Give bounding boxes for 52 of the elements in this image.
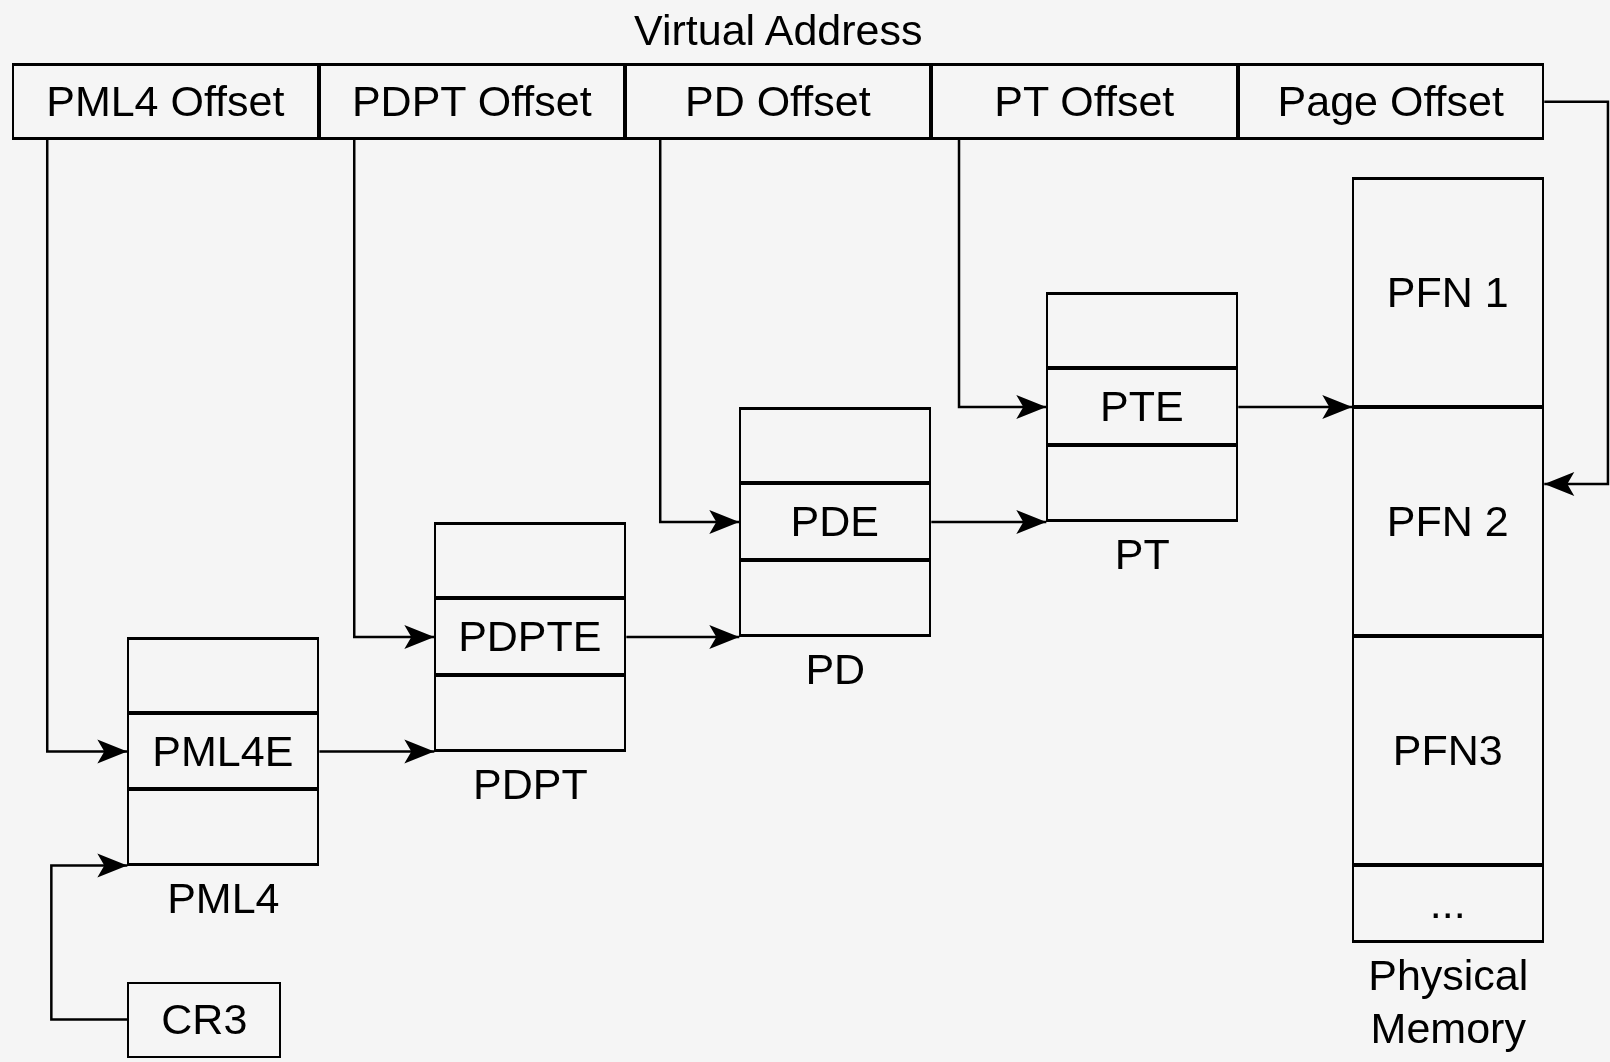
table-entry bbox=[1351, 177, 1544, 408]
table-title: PD bbox=[804, 643, 867, 695]
arrow bbox=[931, 510, 1047, 535]
table-title: Virtual Address bbox=[633, 4, 924, 56]
empty-table-entry bbox=[1045, 445, 1238, 522]
entry-label: CR3 bbox=[161, 995, 248, 1045]
table-entry bbox=[1351, 865, 1544, 943]
entry-label: PTE bbox=[1099, 382, 1184, 432]
entry-label: PML4 Offset bbox=[46, 76, 285, 126]
offset-field bbox=[1237, 63, 1544, 140]
empty-table-entry bbox=[126, 789, 319, 866]
table-title: Physical Memory bbox=[1367, 949, 1530, 1055]
arrow bbox=[46, 139, 128, 764]
entry-label: PDPTE bbox=[458, 612, 602, 662]
empty-table-entry bbox=[126, 637, 319, 714]
entry-label: PFN 2 bbox=[1386, 497, 1509, 547]
empty-table-entry bbox=[1045, 292, 1238, 369]
arrow bbox=[353, 139, 435, 650]
table-title: PT bbox=[1113, 528, 1171, 580]
empty-table-entry bbox=[433, 675, 626, 752]
entry-label: Page Offset bbox=[1277, 76, 1504, 126]
empty-table-entry bbox=[738, 407, 931, 484]
offset-field bbox=[318, 63, 625, 140]
arrow bbox=[1544, 100, 1610, 496]
table-entry bbox=[1351, 407, 1544, 637]
entry-label: PFN3 bbox=[1392, 726, 1503, 776]
offset-field bbox=[624, 63, 931, 140]
offset-field bbox=[11, 63, 319, 140]
arrow bbox=[957, 139, 1047, 420]
arrow bbox=[319, 739, 435, 764]
empty-table-entry bbox=[433, 522, 626, 599]
entry-label: PFN 1 bbox=[1386, 267, 1509, 317]
table-title: PDPT bbox=[472, 758, 589, 810]
arrow bbox=[1238, 395, 1353, 420]
arrow bbox=[50, 853, 128, 1021]
table-entry bbox=[126, 713, 319, 790]
entry-label: PML4E bbox=[152, 726, 294, 776]
arrow bbox=[626, 625, 740, 650]
table-entry bbox=[433, 598, 626, 676]
entry-label: PDPT Offset bbox=[351, 76, 592, 126]
table-entry bbox=[1351, 636, 1544, 866]
entry-label: PD Offset bbox=[684, 76, 871, 126]
table-entry bbox=[1045, 368, 1238, 446]
table-entry bbox=[738, 483, 931, 561]
arrow bbox=[658, 139, 740, 535]
table-title: PML4 bbox=[166, 872, 281, 924]
empty-table-entry bbox=[738, 560, 931, 637]
entry-label: ... bbox=[1429, 879, 1466, 929]
entry-label: PT Offset bbox=[994, 76, 1175, 126]
register-box bbox=[127, 981, 282, 1058]
offset-field bbox=[930, 63, 1238, 140]
entry-label: PDE bbox=[790, 497, 879, 547]
